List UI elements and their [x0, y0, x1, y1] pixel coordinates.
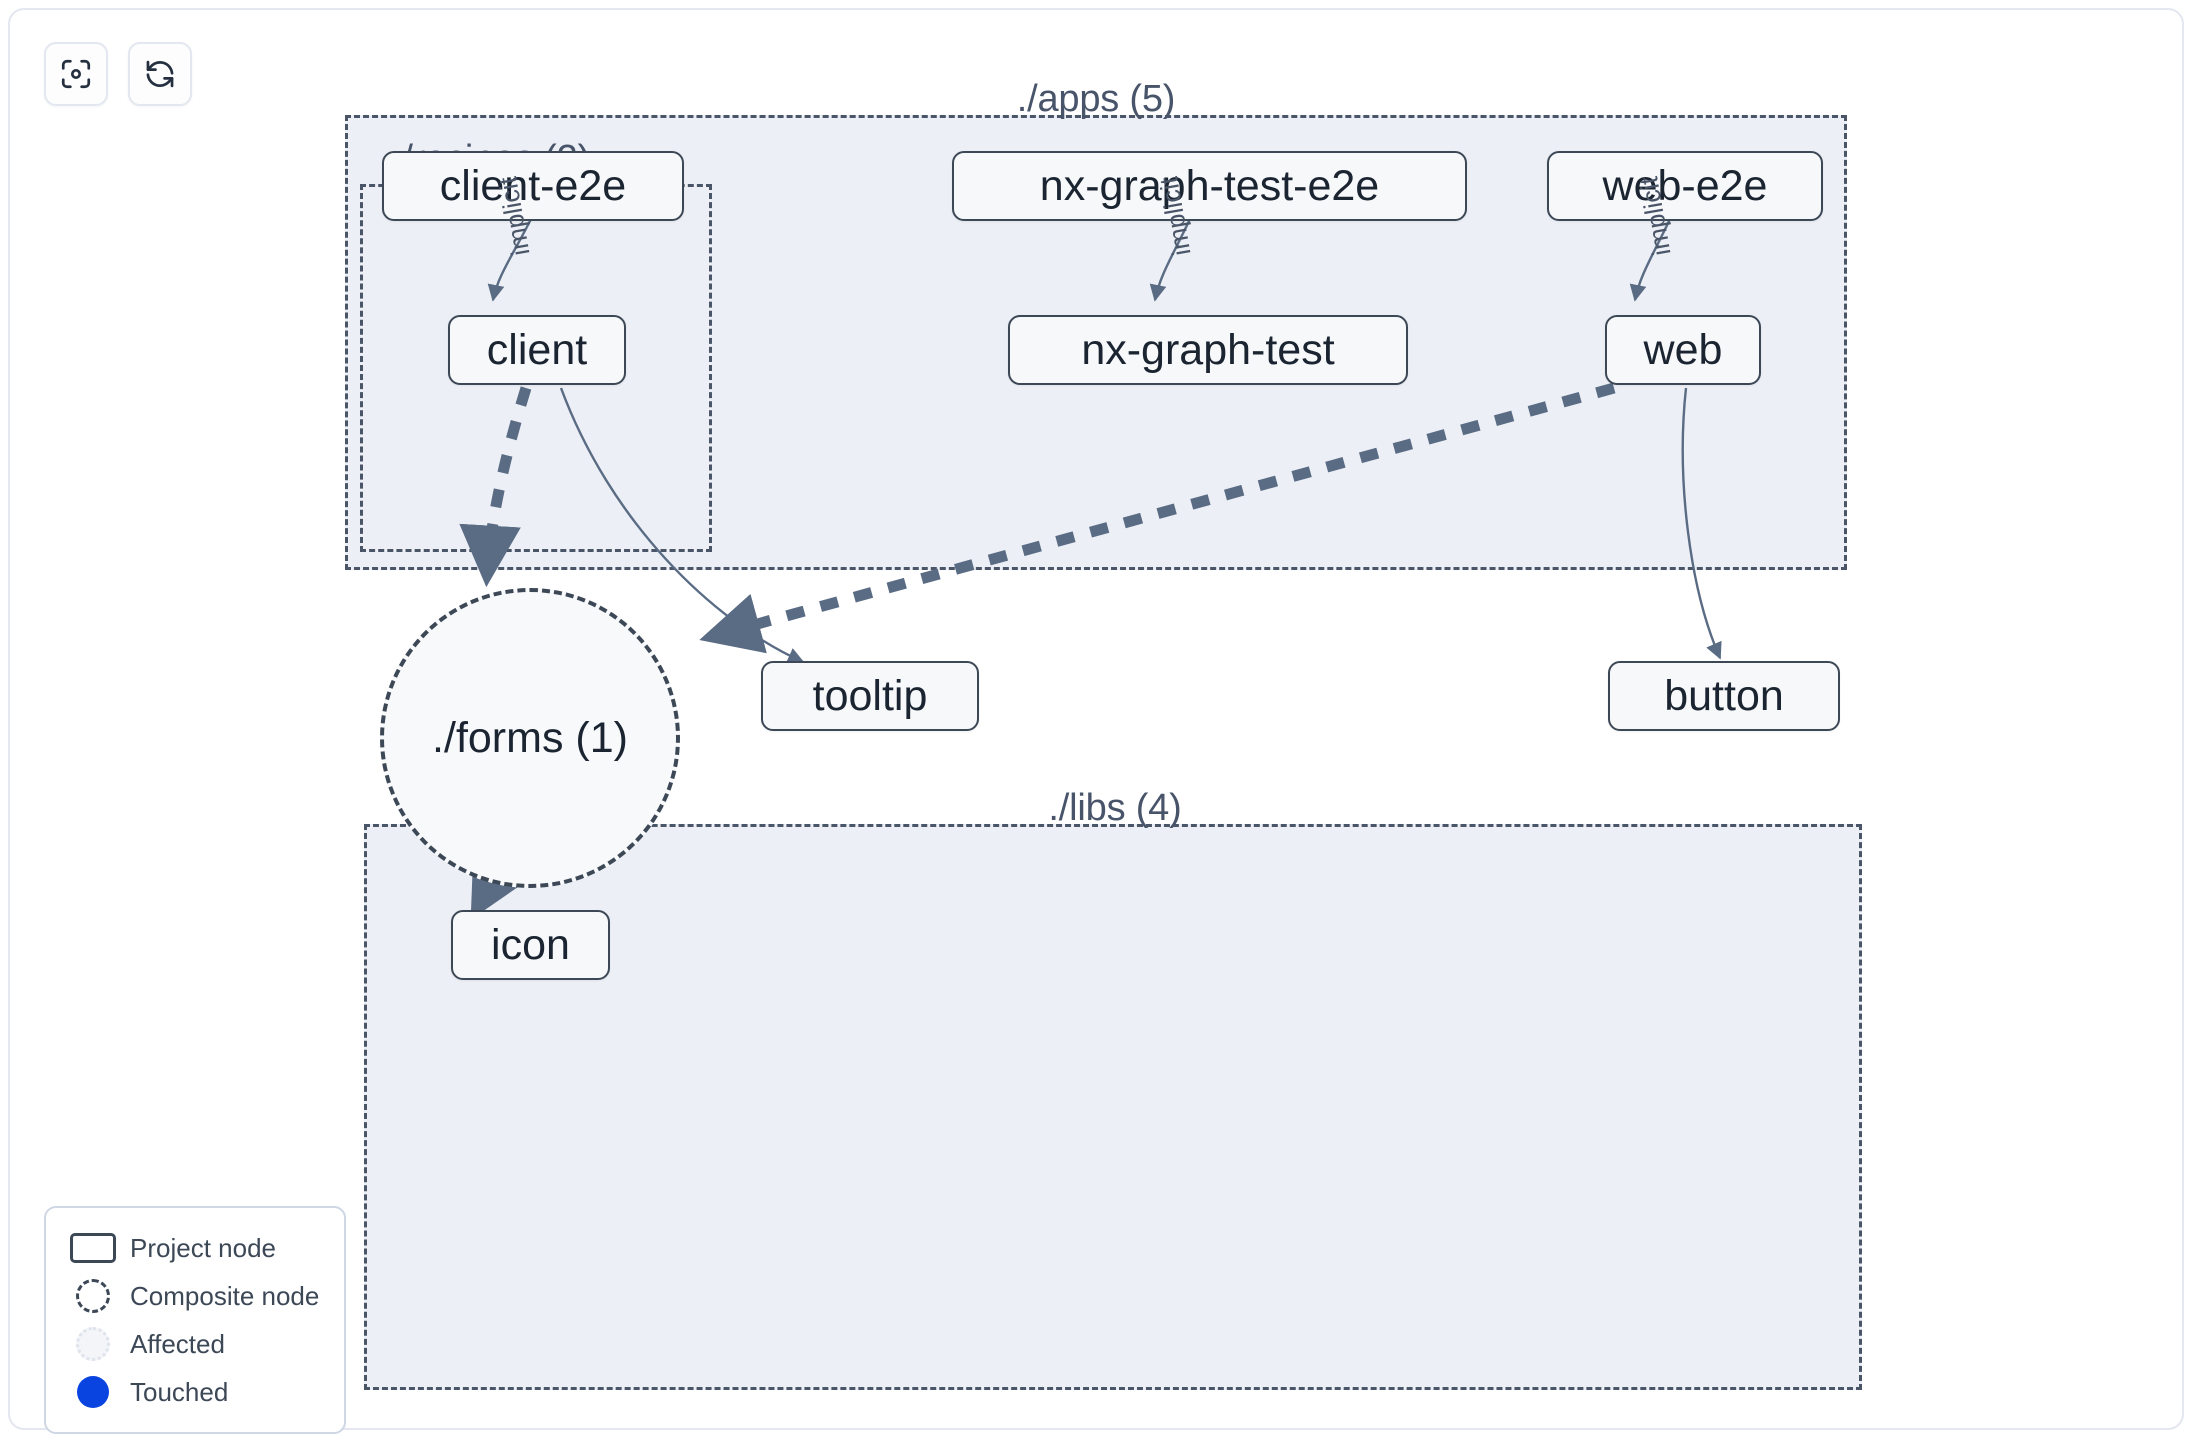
legend-item-composite-node: Composite node	[64, 1272, 326, 1320]
node-tooltip-label: tooltip	[812, 671, 928, 720]
group-libs-label: ./libs (4)	[1048, 787, 1182, 830]
node-web-e2e-label: web-e2e	[1602, 161, 1768, 210]
node-nx-graph-test[interactable]: nx-graph-test	[1008, 315, 1408, 385]
legend-item-affected: Affected	[64, 1320, 326, 1368]
legend-label-touched: Touched	[130, 1376, 229, 1407]
node-tooltip[interactable]: tooltip	[761, 661, 979, 731]
node-nx-graph-test-e2e-label: nx-graph-test-e2e	[1039, 161, 1380, 210]
legend-label-composite-node: Composite node	[130, 1280, 320, 1311]
focus-target-button[interactable]	[44, 42, 108, 106]
node-client-e2e[interactable]: client-e2e	[382, 151, 684, 221]
composite-node-swatch	[64, 1279, 122, 1313]
composite-node-forms[interactable]: ./forms (1)	[380, 588, 680, 888]
touched-swatch	[64, 1376, 122, 1408]
node-web-e2e[interactable]: web-e2e	[1547, 151, 1823, 221]
node-nx-graph-test-e2e[interactable]: nx-graph-test-e2e	[952, 151, 1467, 221]
node-icon[interactable]: icon	[451, 910, 610, 980]
refresh-icon	[143, 57, 177, 91]
node-client[interactable]: client	[448, 315, 626, 385]
refresh-button[interactable]	[128, 42, 192, 106]
legend-label-affected: Affected	[130, 1328, 225, 1359]
graph-toolbar	[44, 42, 192, 106]
project-node-swatch	[64, 1233, 122, 1263]
graph-legend: Project node Composite node Affected Tou…	[44, 1206, 346, 1434]
group-libs[interactable]	[364, 824, 1862, 1390]
group-apps-label: ./apps (5)	[1016, 78, 1176, 121]
legend-label-project-node: Project node	[130, 1232, 276, 1263]
node-web-label: web	[1643, 325, 1723, 374]
node-button-label: button	[1664, 671, 1784, 720]
composite-node-forms-label: ./forms (1)	[432, 713, 628, 762]
legend-item-project-node: Project node	[64, 1224, 326, 1272]
focus-target-icon	[59, 57, 93, 91]
node-web[interactable]: web	[1605, 315, 1761, 385]
node-button[interactable]: button	[1608, 661, 1840, 731]
node-icon-label: icon	[491, 920, 570, 969]
node-nx-graph-test-label: nx-graph-test	[1081, 325, 1335, 374]
graph-panel: ./apps (5) ./recipes (2) ./libs (4)	[8, 8, 2184, 1434]
node-client-label: client	[486, 325, 588, 374]
legend-item-touched: Touched	[64, 1368, 326, 1416]
affected-swatch	[64, 1327, 122, 1361]
node-client-e2e-label: client-e2e	[439, 161, 627, 210]
